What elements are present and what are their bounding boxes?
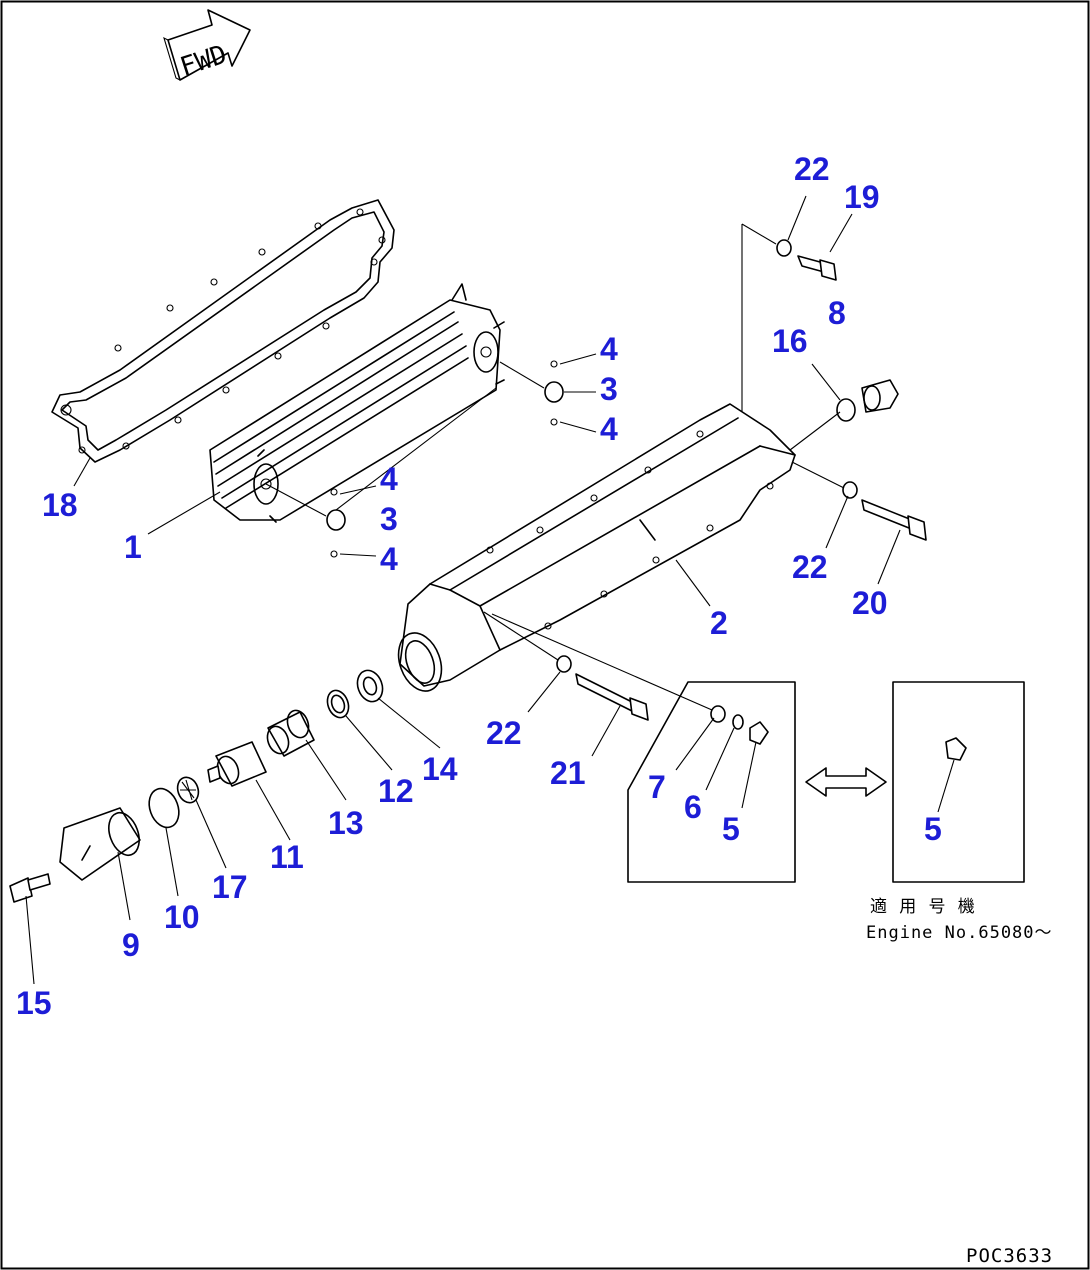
callout-4-upper-a: 4	[600, 331, 618, 367]
callout-14: 14	[422, 751, 458, 787]
callout-20: 20	[852, 585, 888, 621]
callout-21: 21	[550, 755, 586, 791]
callout-22-top: 22	[794, 151, 830, 187]
callout-7: 7	[648, 769, 666, 805]
callout-5-new: 5	[924, 811, 942, 847]
oil-cooler-element-part	[209, 283, 505, 523]
callout-5-old: 5	[722, 811, 740, 847]
callout-9: 9	[122, 927, 140, 963]
callout-17: 17	[212, 869, 248, 905]
callout-labels: 22 19 8 16 4 3 4 4 3 4 18 1 22 20 2 22 2…	[16, 151, 942, 1021]
fwd-label: FWD	[177, 40, 231, 83]
callout-8: 8	[828, 295, 846, 331]
leader-lines	[25, 195, 955, 985]
callout-3-upper: 3	[600, 371, 618, 407]
detail-box-new	[892, 681, 1025, 883]
callout-1: 1	[124, 529, 142, 565]
callout-22-right: 22	[792, 549, 828, 585]
oil-cooler-cover-part	[397, 403, 796, 692]
callout-12: 12	[378, 773, 414, 809]
applicability-en: Engine No.65080～	[866, 923, 1053, 943]
forward-arrow-icon: FWD	[163, 9, 251, 83]
callout-10: 10	[164, 899, 200, 935]
callout-11: 11	[270, 839, 304, 875]
callout-15: 15	[16, 985, 52, 1021]
callout-2: 2	[710, 605, 728, 641]
plug-part	[836, 379, 899, 422]
double-arrow-icon	[805, 767, 887, 797]
detail-box-old	[627, 681, 796, 883]
bolts-and-washers	[556, 239, 927, 721]
callout-16: 16	[772, 323, 808, 359]
drawing-number: POC3633	[966, 1245, 1053, 1267]
valve-assembly-parts	[9, 669, 384, 903]
callout-13: 13	[328, 805, 364, 841]
callout-4-upper-b: 4	[600, 411, 618, 447]
callout-22-lower: 22	[486, 715, 522, 751]
callout-3-lower: 3	[380, 501, 398, 537]
callout-4-lower-a: 4	[380, 461, 398, 497]
callout-4-lower-b: 4	[380, 541, 398, 577]
gasket-part	[51, 199, 395, 463]
applicability-jp: 適 用 号 機	[870, 897, 976, 917]
callout-18: 18	[42, 487, 78, 523]
callout-19: 19	[844, 179, 880, 215]
callout-6: 6	[684, 789, 702, 825]
